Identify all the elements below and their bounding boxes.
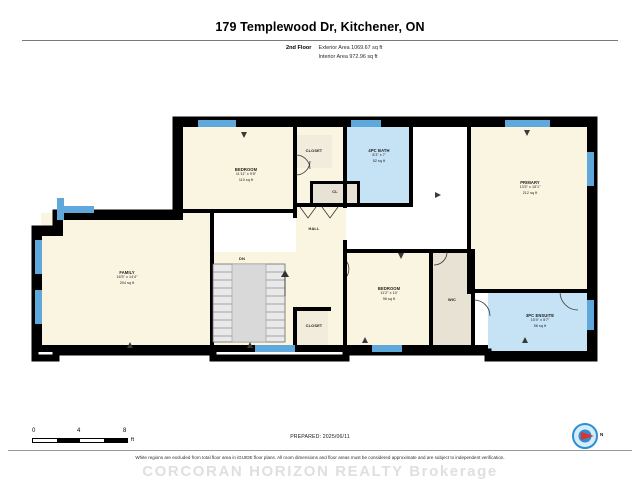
window-family-left-1 [35, 240, 42, 274]
view-markers [127, 130, 530, 348]
scale-bar: 0 4 8 ft [32, 428, 140, 443]
window-bedroom1-top [198, 120, 236, 127]
room-fill-closet-top [296, 135, 332, 168]
window-primary-right [587, 152, 594, 186]
room-fill-primary [470, 126, 588, 292]
scale-seg-1 [33, 438, 57, 442]
window-bottom-1 [255, 345, 295, 352]
window-family-top [64, 206, 94, 213]
interior-area-text: Interior Area 972.96 sq ft [318, 53, 378, 60]
scale-seg-3 [80, 438, 104, 442]
room-fill-bedroom-2 [346, 252, 432, 352]
scale-track-row: ft [32, 437, 140, 443]
room-fill-cl [313, 183, 357, 205]
compass-north-label: N [600, 432, 604, 437]
room-fill-family [41, 213, 213, 352]
scale-track [32, 437, 128, 443]
window-primary-top [505, 120, 550, 127]
prepared-date: PREPARED: 2025/06/11 [290, 434, 350, 440]
room-fill-ensuite [488, 292, 588, 352]
interior-walls [176, 126, 588, 352]
window-family-upper-left [57, 198, 64, 220]
room-fill-family-bump [41, 235, 56, 352]
scale-seg-4 [103, 438, 127, 442]
header-divider [22, 40, 618, 41]
windows [35, 120, 594, 352]
door-swings [295, 154, 579, 317]
scale-tick-0: 0 [32, 428, 36, 434]
scale-numbers: 0 4 8 [32, 428, 140, 437]
floor-summary: 2nd Floor Exterior Area 1069.67 sq ft In… [286, 44, 382, 61]
area-summary: Exterior Area 1069.67 sq ft Interior Are… [318, 44, 382, 61]
footer-divider [8, 450, 632, 451]
scale-tick-max: 8 [123, 428, 127, 434]
brokerage-watermark: CORCORAN HORIZON REALTY Brokerage [142, 463, 498, 480]
scale-seg-2 [56, 438, 80, 442]
window-bath-top [351, 120, 381, 127]
disclaimer-text: White regions are excluded from total fl… [135, 455, 505, 460]
page-title: 179 Templewood Dr, Kitchener, ON [215, 20, 425, 34]
window-bottom-2 [372, 345, 402, 352]
scale-tick-mid: 4 [77, 428, 81, 434]
window-family-left-2 [35, 290, 42, 324]
staircase [212, 263, 289, 343]
floor-label: 2nd Floor [286, 45, 312, 51]
exterior-area-text: Exterior Area 1069.67 sq ft [318, 45, 383, 51]
room-fill-bedroom-1 [176, 126, 296, 213]
compass-icon [572, 423, 598, 449]
scale-unit-label: ft [131, 437, 135, 443]
window-ensuite-right [587, 300, 594, 330]
